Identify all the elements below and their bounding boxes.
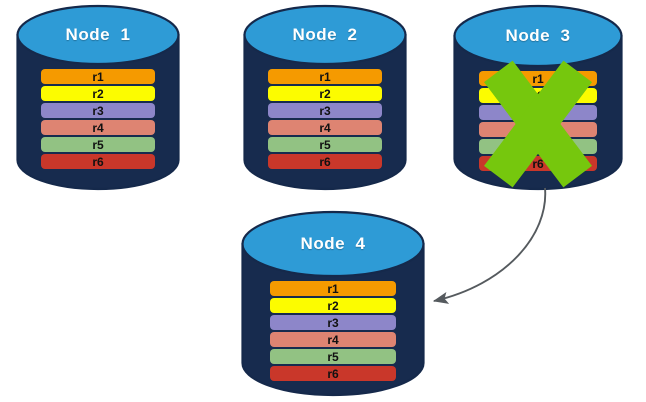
- replica-row-label: r4: [532, 122, 544, 137]
- replica-row-label: r6: [319, 154, 331, 169]
- replica-row-label: r3: [92, 103, 104, 118]
- replica-row-label: r3: [319, 103, 331, 118]
- cylinder-top-cap: [241, 210, 425, 278]
- replica-row[interactable]: r5: [479, 139, 597, 154]
- replica-row-list: r1 r2 r3 r4 r5 r6: [453, 71, 623, 171]
- replica-row[interactable]: r5: [41, 137, 155, 152]
- replica-row-label: r1: [327, 281, 339, 296]
- cylinder-top-cap: [453, 4, 623, 68]
- replica-row-list: r1 r2 r3 r4 r5 r6: [243, 69, 407, 169]
- replica-row[interactable]: r2: [479, 88, 597, 103]
- arrow-curve: [432, 187, 547, 304]
- replica-row[interactable]: r6: [41, 154, 155, 169]
- replica-row[interactable]: r3: [41, 103, 155, 118]
- replica-row-label: r3: [532, 105, 544, 120]
- replica-row[interactable]: r4: [41, 120, 155, 135]
- replica-row-label: r6: [92, 154, 104, 169]
- replica-row-label: r5: [532, 139, 544, 154]
- replica-row[interactable]: r2: [41, 86, 155, 101]
- cylinder-top-cap: [16, 4, 180, 66]
- replica-row[interactable]: r6: [270, 366, 396, 381]
- replica-row[interactable]: r3: [270, 315, 396, 330]
- replica-row[interactable]: r2: [270, 298, 396, 313]
- replica-row-label: r5: [327, 349, 339, 364]
- replica-row-label: r4: [327, 332, 339, 347]
- replica-row-label: r1: [92, 69, 104, 84]
- replica-row-label: r6: [532, 156, 544, 171]
- replica-row-label: r3: [327, 315, 339, 330]
- replica-row[interactable]: r1: [268, 69, 382, 84]
- replica-row[interactable]: r1: [270, 281, 396, 296]
- replica-row-label: r2: [532, 88, 544, 103]
- replica-row-label: r1: [319, 69, 331, 84]
- replica-row-list: r1 r2 r3 r4 r5 r6: [16, 69, 180, 169]
- replica-row-label: r6: [327, 366, 339, 381]
- replica-row[interactable]: r1: [41, 69, 155, 84]
- replica-row-label: r2: [92, 86, 104, 101]
- replica-row[interactable]: r3: [479, 105, 597, 120]
- replica-row[interactable]: r4: [270, 332, 396, 347]
- replica-row-label: r5: [319, 137, 331, 152]
- replica-row[interactable]: r5: [268, 137, 382, 152]
- replica-row-label: r2: [327, 298, 339, 313]
- replica-row-list: r1 r2 r3 r4 r5 r6: [241, 281, 425, 381]
- cylinder-top-cap: [243, 4, 407, 66]
- replica-row[interactable]: r6: [268, 154, 382, 169]
- replica-row[interactable]: r5: [270, 349, 396, 364]
- replica-row[interactable]: r4: [268, 120, 382, 135]
- replica-row[interactable]: r2: [268, 86, 382, 101]
- replica-row-label: r5: [92, 137, 104, 152]
- replica-row-label: r1: [532, 71, 544, 86]
- replica-row[interactable]: r3: [268, 103, 382, 118]
- replica-row[interactable]: r6: [479, 156, 597, 171]
- replica-row[interactable]: r4: [479, 122, 597, 137]
- replica-row-label: r4: [92, 120, 104, 135]
- replica-row-label: r2: [319, 86, 331, 101]
- replica-row[interactable]: r1: [479, 71, 597, 86]
- replica-row-label: r4: [319, 120, 331, 135]
